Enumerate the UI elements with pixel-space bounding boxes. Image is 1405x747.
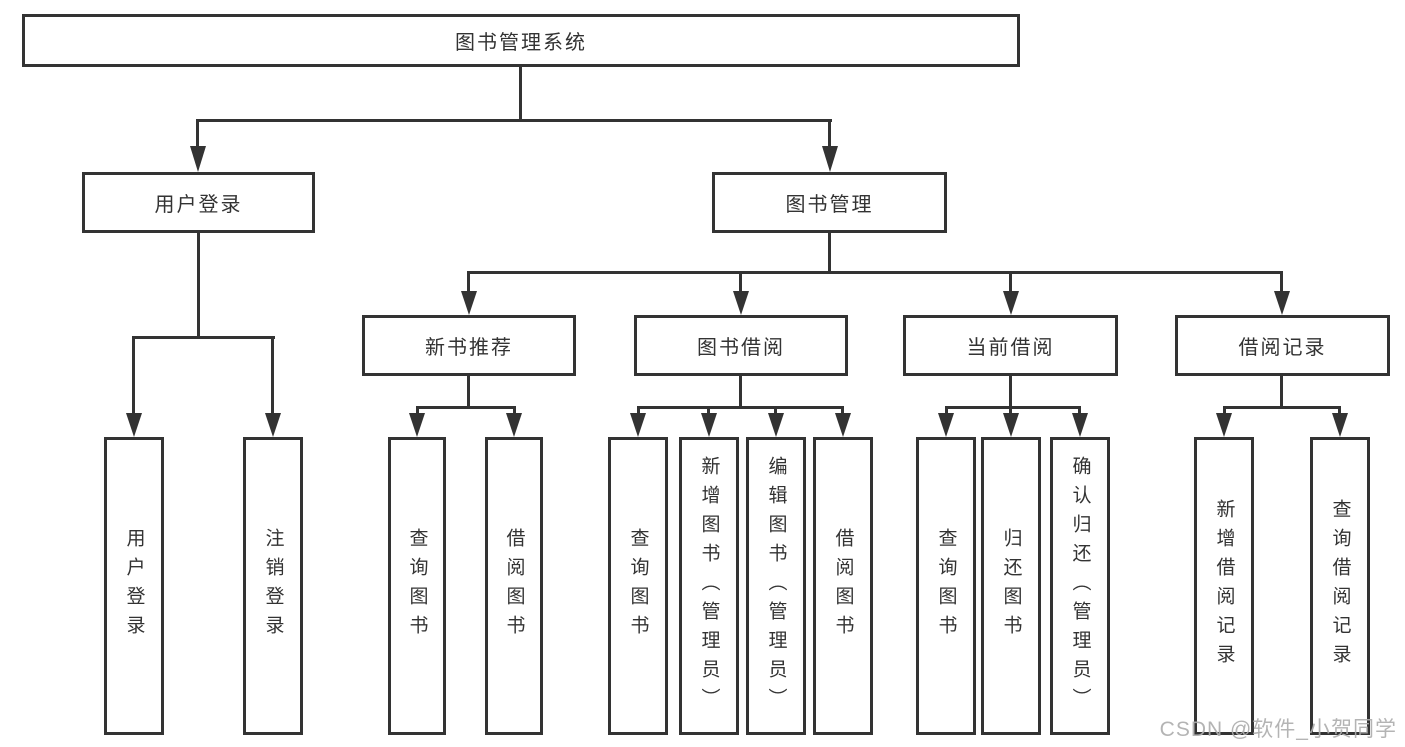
arrow-down-icon xyxy=(835,413,851,437)
node-leaf-confirm-return-admin-label: 确认归还（管理员） xyxy=(1069,455,1091,717)
arrow-down-icon xyxy=(126,413,142,437)
node-leaf-user-login: 用户登录 xyxy=(104,437,164,735)
node-borrowing-records: 借阅记录 xyxy=(1175,315,1390,376)
connector-hline xyxy=(197,119,832,122)
arrow-down-icon xyxy=(1003,291,1019,315)
node-root-label: 图书管理系统 xyxy=(455,32,587,54)
connector-vline xyxy=(467,376,470,408)
node-leaf-edit-books-admin: 编辑图书（管理员） xyxy=(746,437,806,735)
node-leaf-edit-books-admin-label: 编辑图书（管理员） xyxy=(765,455,787,717)
node-leaf-query-borrow-record: 查询借阅记录 xyxy=(1310,437,1370,735)
connector-vline xyxy=(271,336,274,415)
connector-vline xyxy=(196,119,199,148)
arrow-down-icon xyxy=(768,413,784,437)
node-leaf-borrow-books-2: 借阅图书 xyxy=(813,437,873,735)
node-leaf-add-books-admin: 新增图书（管理员） xyxy=(679,437,739,735)
node-book-management: 图书管理 xyxy=(712,172,947,233)
connector-hline xyxy=(468,271,1283,274)
node-leaf-logout: 注销登录 xyxy=(243,437,303,735)
connector-vline xyxy=(1338,406,1341,415)
arrow-down-icon xyxy=(1332,413,1348,437)
arrow-down-icon xyxy=(733,291,749,315)
node-leaf-add-books-admin-label: 新增图书（管理员） xyxy=(698,455,720,717)
connector-vline xyxy=(1280,376,1283,408)
node-leaf-add-borrow-record-label: 新增借阅记录 xyxy=(1213,499,1235,673)
connector-vline xyxy=(467,271,470,293)
connector-hline xyxy=(1223,406,1341,409)
connector-vline xyxy=(774,406,777,415)
node-user-login-label: 用户登录 xyxy=(154,194,243,216)
node-book-borrowing: 图书借阅 xyxy=(634,315,848,376)
connector-vline xyxy=(945,406,948,415)
arrow-down-icon xyxy=(461,291,477,315)
arrow-down-icon xyxy=(190,146,206,172)
arrow-down-icon xyxy=(630,413,646,437)
connector-hline xyxy=(416,406,516,409)
node-borrowing-records-label: 借阅记录 xyxy=(1238,337,1327,359)
node-leaf-confirm-return-admin: 确认归还（管理员） xyxy=(1050,437,1110,735)
connector-vline xyxy=(1009,376,1012,408)
connector-vline xyxy=(637,406,640,415)
connector-hline xyxy=(637,406,844,409)
node-book-management-label: 图书管理 xyxy=(785,194,874,216)
node-leaf-query-books-1-label: 查询图书 xyxy=(406,528,428,644)
node-leaf-query-borrow-record-label: 查询借阅记录 xyxy=(1329,499,1351,673)
node-leaf-borrow-books-1-label: 借阅图书 xyxy=(503,528,525,644)
connector-vline xyxy=(197,233,200,338)
node-leaf-borrow-books-2-label: 借阅图书 xyxy=(832,528,854,644)
arrow-down-icon xyxy=(701,413,717,437)
arrow-down-icon xyxy=(938,413,954,437)
node-root-library-system: 图书管理系统 xyxy=(22,14,1020,67)
node-leaf-logout-label: 注销登录 xyxy=(262,528,284,644)
connector-vline xyxy=(1009,271,1012,293)
connector-hline xyxy=(133,336,275,339)
connector-vline xyxy=(828,119,831,148)
node-leaf-query-books-2: 查询图书 xyxy=(608,437,668,735)
node-leaf-borrow-books-1: 借阅图书 xyxy=(485,437,543,735)
node-new-book-recommend: 新书推荐 xyxy=(362,315,576,376)
arrow-down-icon xyxy=(822,146,838,172)
node-leaf-query-books-3-label: 查询图书 xyxy=(935,528,957,644)
node-new-book-recommend-label: 新书推荐 xyxy=(425,337,513,359)
node-leaf-query-books-2-label: 查询图书 xyxy=(627,528,649,644)
node-leaf-query-books-1: 查询图书 xyxy=(388,437,446,735)
arrow-down-icon xyxy=(1072,413,1088,437)
arrow-down-icon xyxy=(1216,413,1232,437)
connector-vline xyxy=(1009,406,1012,415)
arrow-down-icon xyxy=(265,413,281,437)
csdn-watermark: CSDN @软件_小贺同学 xyxy=(1159,718,1397,741)
node-current-borrowing-label: 当前借阅 xyxy=(966,337,1055,359)
connector-vline xyxy=(519,66,522,121)
node-current-borrowing: 当前借阅 xyxy=(903,315,1118,376)
connector-vline xyxy=(1223,406,1226,415)
connector-vline xyxy=(739,271,742,293)
connector-vline xyxy=(828,233,831,273)
connector-vline xyxy=(1078,406,1081,415)
connector-vline xyxy=(841,406,844,415)
connector-vline xyxy=(416,406,419,415)
node-leaf-add-borrow-record: 新增借阅记录 xyxy=(1194,437,1254,735)
arrow-down-icon xyxy=(1003,413,1019,437)
connector-hline xyxy=(945,406,1081,409)
connector-vline xyxy=(1280,271,1283,293)
arrow-down-icon xyxy=(1274,291,1290,315)
node-book-borrowing-label: 图书借阅 xyxy=(697,337,785,359)
node-leaf-return-books: 归还图书 xyxy=(981,437,1041,735)
connector-vline xyxy=(132,336,135,415)
arrow-down-icon xyxy=(409,413,425,437)
node-user-login: 用户登录 xyxy=(82,172,315,233)
arrow-down-icon xyxy=(506,413,522,437)
node-leaf-return-books-label: 归还图书 xyxy=(1000,528,1022,644)
node-leaf-user-login-label: 用户登录 xyxy=(123,528,145,644)
connector-vline xyxy=(739,376,742,408)
connector-vline xyxy=(707,406,710,415)
connector-vline xyxy=(513,406,516,415)
node-leaf-query-books-3: 查询图书 xyxy=(916,437,976,735)
